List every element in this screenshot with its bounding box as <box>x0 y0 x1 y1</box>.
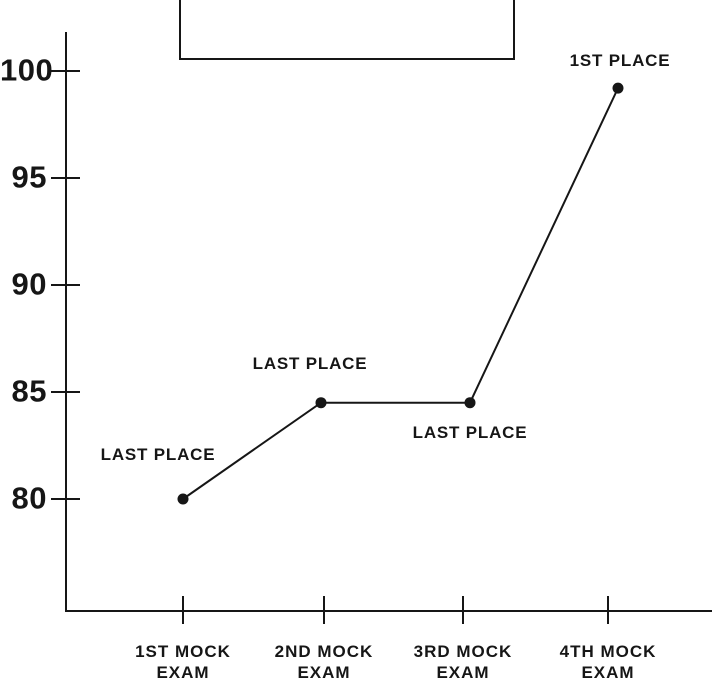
data-point-label: LAST PLACE <box>100 445 216 464</box>
x-axis-line <box>65 610 712 612</box>
y-axis-tick-label: 100 <box>0 52 54 88</box>
data-point-marker <box>464 397 476 409</box>
data-point-label: LAST PLACE <box>252 353 368 373</box>
data-point-marker <box>612 82 624 94</box>
x-axis-category-label: 1ST MOCK EXAM <box>103 641 263 683</box>
x-axis-tick <box>607 596 609 624</box>
y-axis-tick <box>51 284 80 286</box>
data-point-label: 1ST PLACE <box>569 51 671 71</box>
x-axis-tick <box>323 596 325 624</box>
x-axis-category-label-line: EXAM <box>156 663 210 682</box>
x-axis-category-label-line: 4TH MOCK <box>559 642 657 661</box>
x-axis-tick <box>462 596 464 624</box>
x-axis-category-label-line: EXAM <box>436 663 490 682</box>
x-axis-category-label: 3RD MOCK EXAM <box>383 641 543 683</box>
x-axis-tick <box>182 596 184 624</box>
x-axis-category-label-line: EXAM <box>581 663 635 682</box>
y-axis-tick <box>51 177 80 179</box>
data-line <box>182 87 619 500</box>
x-axis-category-label-line: 1ST MOCK <box>135 642 231 661</box>
data-point-marker <box>177 493 189 505</box>
y-axis-tick-label: 80 <box>11 480 47 516</box>
y-axis-tick <box>51 391 80 393</box>
y-axis-tick <box>51 498 80 500</box>
data-point-label: LAST PLACE <box>412 422 528 442</box>
y-axis-line <box>65 32 67 611</box>
x-axis-category-label-line: EXAM <box>297 663 351 682</box>
x-axis-category-label-line: 3RD MOCK <box>413 642 513 661</box>
y-axis-tick-label: 90 <box>11 266 47 302</box>
title-box <box>179 0 515 60</box>
data-point-marker <box>315 397 327 409</box>
x-axis-category-label-line: 2ND MOCK <box>274 642 374 661</box>
x-axis-category-label: 4TH MOCK EXAM <box>528 641 688 683</box>
x-axis-category-label: 2ND MOCK EXAM <box>244 641 404 683</box>
y-axis-tick-label: 95 <box>11 159 47 195</box>
y-axis-tick <box>51 70 80 72</box>
y-axis-tick-label: 85 <box>11 373 47 409</box>
